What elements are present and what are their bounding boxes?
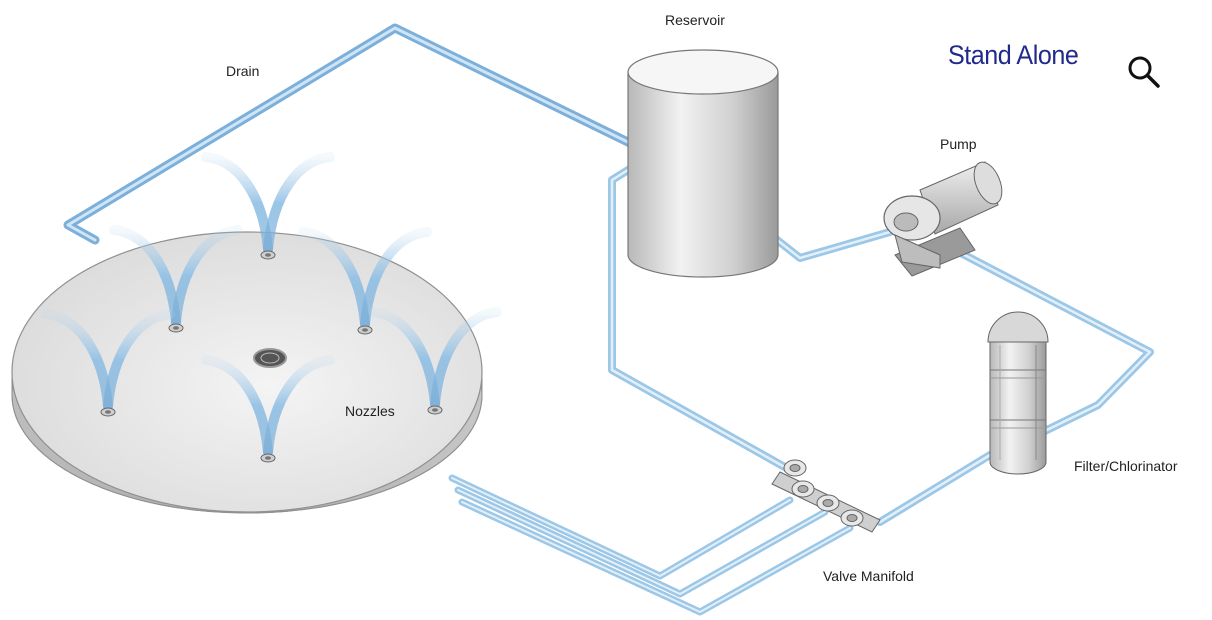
search-button[interactable] [1124,52,1164,92]
valve-manifold-label: Valve Manifold [823,568,914,584]
reservoir-label: Reservoir [665,12,725,28]
drain-pipe [63,23,645,245]
nozzle-orifice [265,253,271,257]
fountain-disk [11,231,483,514]
pump-to-filter-pipe [951,246,1154,457]
spray-arc [430,307,502,409]
nozzles-label: Nozzles [345,403,395,419]
drain-label: Drain [226,63,260,79]
filter-chlorinator-label: Filter/Chlorinator [1074,458,1178,474]
nozzle-orifice [362,328,368,332]
spray-arc [263,152,335,254]
pump-label: Pump [940,136,977,152]
valve-manifold [771,459,881,533]
filter-chlorinator [987,311,1049,475]
spray-arc [263,355,335,457]
page-title: Stand Alone [948,40,1079,70]
center-drain [253,348,287,368]
nozzle-orifice [265,456,271,460]
spray-arc [171,225,243,327]
nozzle-orifice [173,326,179,330]
pump [883,161,1003,277]
reservoir-tank [627,49,779,278]
nozzles [41,152,502,463]
search-icon [1128,56,1160,88]
spray-arc [360,227,432,329]
nozzle-orifice [105,410,111,414]
spray-arc [103,309,175,411]
nozzle-orifice [432,408,438,412]
